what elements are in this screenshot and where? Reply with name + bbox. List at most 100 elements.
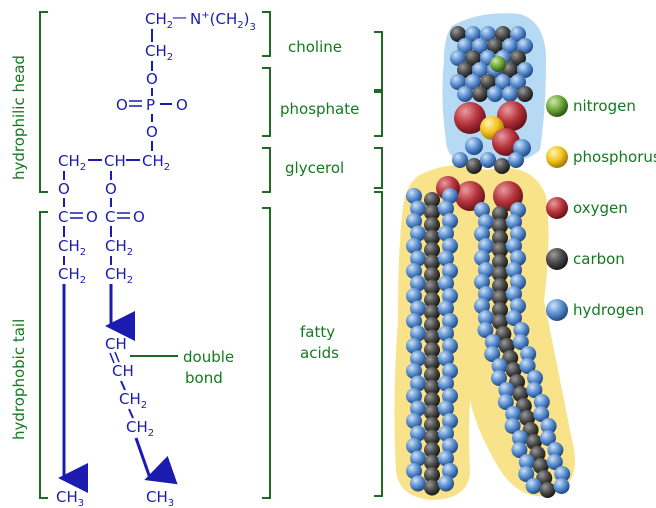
carbon-atom	[424, 467, 440, 483]
space-filling-model	[394, 13, 575, 500]
carbon-atom	[492, 254, 508, 270]
chain-ch2: CH2	[126, 418, 154, 439]
hydrogen-atom	[526, 382, 543, 398]
hydrogen-atom	[406, 313, 422, 329]
nitrogen-legend-label: nitrogen	[573, 97, 636, 115]
glycerol-ch2-left: CH2	[58, 152, 86, 173]
ester-o-left: O	[58, 180, 70, 198]
hydrogen-atom	[554, 466, 571, 482]
hydrogen-atom	[406, 388, 422, 404]
oxygen-atom	[492, 128, 520, 156]
carbon-atom	[424, 454, 440, 471]
hydrogen-atom	[502, 38, 518, 54]
carbon-atom	[424, 429, 440, 446]
carbon-atom	[465, 50, 481, 66]
carbon-atom	[424, 404, 440, 421]
carbon-atom	[487, 38, 503, 54]
phosphate-bracket-left	[262, 67, 271, 137]
hydrogen-atom	[410, 225, 426, 242]
carbon-atom	[424, 479, 440, 496]
hydrogen-atom	[487, 86, 503, 102]
hydrogen-atom	[406, 238, 422, 254]
hydrogen-atom	[533, 394, 550, 410]
hydrogen-atom	[502, 86, 518, 102]
hydrogen-atom	[406, 263, 422, 279]
hydrogen-atom	[518, 454, 535, 470]
carbon-atom	[424, 204, 440, 221]
carbonyl-c-right: C	[105, 208, 115, 226]
carbon-atom	[498, 338, 515, 354]
hydrogen-atom	[438, 475, 454, 492]
hydrogen-atom	[457, 38, 473, 54]
hydrogen-atom	[553, 478, 570, 494]
hydrogen-atom	[465, 26, 481, 42]
choline-ch2-top: CH2	[145, 10, 173, 31]
hydrogen-atom	[506, 310, 522, 326]
carbon-atom	[526, 434, 542, 450]
hydrogen-atom	[410, 250, 426, 267]
hydrogen-atom	[438, 450, 454, 467]
hydrogen-atom	[498, 382, 515, 398]
choline-bond-dash: —	[172, 8, 187, 26]
hydrogen-legend-label: hydrogen	[573, 301, 644, 319]
terminal-ch3-left: CH3	[56, 488, 84, 508]
carbon-atom	[424, 242, 440, 258]
ester-o-right: O	[105, 180, 117, 198]
double-bond-ch-upper: CH	[105, 335, 127, 353]
carbon-atom	[424, 192, 440, 208]
glycerol-ch2-right: CH2	[142, 152, 170, 173]
chain-ch2: CH2	[58, 265, 86, 286]
double-bond-line	[114, 351, 120, 363]
fatty-acids-bracket-left	[262, 207, 271, 499]
carbon-atom	[457, 62, 473, 78]
hydrogen-atom	[442, 288, 458, 304]
glycerol-bracket-left	[262, 147, 271, 193]
chain-arrow-right-lower	[134, 437, 178, 485]
carbon-atom	[424, 317, 440, 333]
hydrogen-atom	[505, 406, 522, 422]
hydrogen-atom	[442, 238, 458, 254]
hydrogen-atom	[442, 413, 458, 429]
chain-ch2: CH2	[119, 390, 147, 411]
glycerol-label: glycerol	[285, 159, 344, 177]
hydrogen-atom	[406, 338, 422, 354]
hydrogen-atom	[540, 430, 556, 446]
choline-bracket-right	[374, 31, 383, 91]
hydrogen-atom	[410, 275, 426, 292]
phosphorus-legend-label: phosphorus	[573, 148, 656, 166]
hydrogen-atom	[442, 263, 458, 279]
hydrogen-atom	[465, 137, 483, 155]
phosphate-label: phosphate	[280, 100, 359, 118]
hydrogen-atom	[406, 463, 422, 479]
nitrogen-atom	[490, 56, 506, 72]
hydrogen-atom	[533, 406, 550, 422]
hydrogen-atom	[480, 26, 496, 42]
phosphorus-atom: P	[146, 96, 155, 114]
hydrogen-atom	[519, 358, 536, 374]
hydrogen-atom	[406, 363, 422, 379]
carbon-atom	[466, 158, 482, 174]
hydrogen-atom	[406, 213, 422, 229]
carbon-atom	[424, 417, 440, 433]
hydrogen-atom	[438, 350, 454, 367]
carbonyl-o-right: O	[133, 208, 145, 226]
oxygen-legend-label: oxygen	[573, 199, 628, 217]
carbon-atom	[424, 354, 440, 371]
hydrogen-atom	[510, 26, 526, 42]
hydrogen-atom	[410, 450, 426, 467]
hydrogen-atom	[491, 358, 508, 374]
carbon-atom	[539, 482, 556, 498]
hydrogen-atom	[517, 62, 533, 78]
carbon-atom	[492, 206, 508, 222]
hydrogen-atom	[442, 188, 458, 204]
head-bracket	[39, 11, 48, 193]
hydrogen-atom	[517, 38, 533, 54]
hydrogen-atom	[472, 62, 488, 78]
hydrogen-atom	[510, 74, 526, 90]
glycerol-bracket-right	[374, 147, 383, 189]
carbon-atom	[517, 86, 533, 102]
hydrogen-atom	[438, 325, 454, 342]
hydrogen-atom	[442, 363, 458, 379]
hydrogen-atom	[410, 300, 426, 317]
